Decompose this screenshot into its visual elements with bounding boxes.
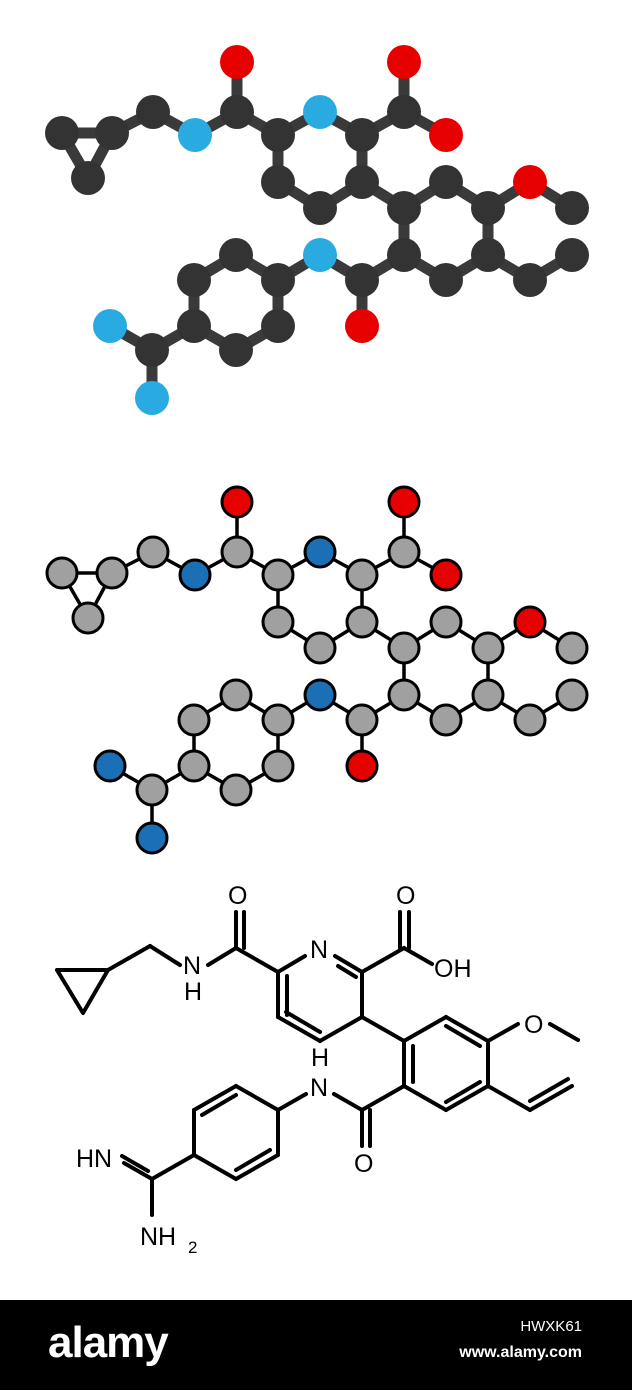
acid-oxygen-label: O [396, 882, 415, 910]
light-carbon-atom [303, 631, 337, 665]
light-carbon-atom [387, 678, 421, 712]
amide-mid-oxygen-label: O [354, 1150, 373, 1178]
light-oxygen-atom [220, 485, 254, 519]
acid-hydroxyl-label: OH [434, 955, 472, 983]
light-carbon-atom [219, 678, 253, 712]
dark-nitrogen-atom [303, 238, 337, 272]
light-carbon-atom [513, 703, 547, 737]
light-carbon-atom [387, 535, 421, 569]
dark-carbon-atom [387, 238, 421, 272]
dark-oxygen-atom [345, 309, 379, 343]
light-carbon-atom [429, 605, 463, 639]
dark-carbon-atom [387, 95, 421, 129]
amide-mid-h-label: H [311, 1044, 329, 1072]
light-carbon-atom [219, 773, 253, 807]
dark-carbon-atom [303, 191, 337, 225]
dark-carbon-atom [429, 263, 463, 297]
light-carbon-atom [261, 605, 295, 639]
light-carbon-atom [471, 678, 505, 712]
dark-carbon-atom [45, 116, 79, 150]
dark-carbon-atom [261, 118, 295, 152]
amidine-amine-label: NH [140, 1223, 176, 1251]
light-nitrogen-atom [178, 558, 212, 592]
light-carbon-atom [177, 703, 211, 737]
dark-carbon-atom [513, 263, 547, 297]
dark-carbon-atom [555, 191, 589, 225]
light-carbon-atom [220, 535, 254, 569]
light-carbon-atom [261, 558, 295, 592]
dark-carbon-atom [220, 95, 254, 129]
light-nitrogen-atom [135, 821, 169, 855]
brand-logo: alamy [48, 1318, 169, 1367]
light-carbon-atom [555, 631, 589, 665]
dark-carbon-atom [471, 238, 505, 272]
light-oxygen-atom [429, 558, 463, 592]
light-carbon-atom [261, 703, 295, 737]
light-nitrogen-atom [303, 678, 337, 712]
dark-oxygen-atom [513, 165, 547, 199]
dark-nitrogen-atom [135, 381, 169, 415]
ball-and-stick-model-dark [45, 45, 589, 415]
amide-top-h-label: H [184, 978, 202, 1006]
light-carbon-atom [95, 556, 129, 590]
dark-carbon-atom [177, 263, 211, 297]
dark-carbon-atom [261, 309, 295, 343]
dark-carbon-atom [471, 191, 505, 225]
dark-carbon-atom [219, 238, 253, 272]
image-id: HWXK61 [520, 1318, 582, 1335]
dark-carbon-atom [261, 165, 295, 199]
light-carbon-atom [345, 605, 379, 639]
light-nitrogen-atom [303, 535, 337, 569]
amidine-subscript: 2 [188, 1238, 197, 1257]
light-carbon-atom [261, 749, 295, 783]
light-carbon-atom [345, 703, 379, 737]
dark-carbon-atom [429, 165, 463, 199]
light-carbon-atom [177, 749, 211, 783]
dark-carbon-atom [345, 263, 379, 297]
outlined-ball-model [45, 485, 589, 855]
dark-carbon-atom [177, 309, 211, 343]
dark-carbon-atom [387, 191, 421, 225]
dark-oxygen-atom [220, 45, 254, 79]
light-carbon-atom [429, 703, 463, 737]
amide-mid-n-label: N [310, 1074, 328, 1102]
pyridine-nitrogen-label: N [310, 936, 328, 964]
dark-carbon-atom [261, 263, 295, 297]
light-carbon-atom [135, 773, 169, 807]
light-carbon-atom [71, 601, 105, 635]
dark-oxygen-atom [429, 118, 463, 152]
dark-carbon-atom [135, 333, 169, 367]
light-nitrogen-atom [93, 749, 127, 783]
dark-carbon-atom [136, 95, 170, 129]
skeletal-formula: O O N OH N H O H N O HN NH 2 [55, 882, 580, 1257]
light-carbon-atom [136, 535, 170, 569]
amide-top-n-label: N [183, 952, 201, 980]
dark-carbon-atom [345, 165, 379, 199]
light-carbon-atom [345, 558, 379, 592]
light-carbon-atom [555, 678, 589, 712]
dark-oxygen-atom [387, 45, 421, 79]
dark-nitrogen-atom [178, 118, 212, 152]
ether-oxygen-label: O [524, 1011, 543, 1039]
stock-footer-bar: alamy HWXK61 www.alamy.com [0, 1300, 632, 1390]
light-oxygen-atom [345, 749, 379, 783]
site-url: www.alamy.com [459, 1344, 582, 1361]
light-carbon-atom [45, 556, 79, 590]
dark-carbon-atom [345, 118, 379, 152]
amidine-imine-label: HN [76, 1145, 112, 1173]
dark-carbon-atom [95, 116, 129, 150]
light-carbon-atom [471, 631, 505, 665]
dark-carbon-atom [219, 333, 253, 367]
amide-top-oxygen-label: O [228, 882, 247, 910]
light-oxygen-atom [513, 605, 547, 639]
dark-nitrogen-atom [303, 95, 337, 129]
dark-nitrogen-atom [93, 309, 127, 343]
light-oxygen-atom [387, 485, 421, 519]
light-carbon-atom [387, 631, 421, 665]
dark-carbon-atom [71, 161, 105, 195]
dark-carbon-atom [555, 238, 589, 272]
